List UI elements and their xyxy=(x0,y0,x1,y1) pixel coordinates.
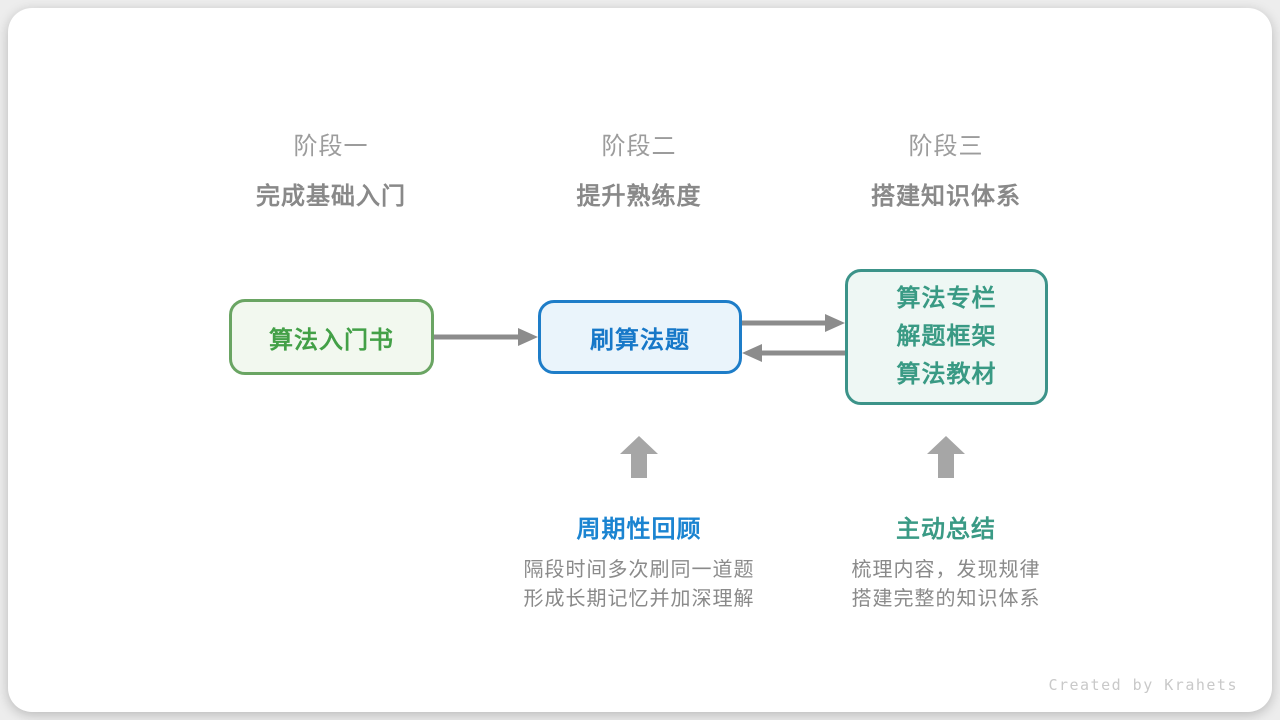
stage1-label: 阶段一 xyxy=(293,133,369,160)
stage3-subtitle: 搭建知识体系 xyxy=(871,183,1021,210)
annotation-summarize-desc-line2: 搭建完整的知识体系 xyxy=(851,588,1041,610)
node-resources-line1: 算法专栏 xyxy=(896,285,997,312)
annotation-review-desc-line2: 形成长期记忆并加深理解 xyxy=(523,588,755,610)
annotation-review-desc-line1: 隔段时间多次刷同一道题 xyxy=(523,559,755,581)
node-resources-line2: 解题框架 xyxy=(896,323,997,350)
annotation-review-desc: 隔段时间多次刷同一道题 形成长期记忆并加深理解 xyxy=(524,556,755,614)
node-practice-label: 刷算法题 xyxy=(590,326,690,354)
node-practice: 刷算法题 xyxy=(538,300,742,374)
annotation-summarize-title: 主动总结 xyxy=(896,516,996,543)
node-intro-book-label: 算法入门书 xyxy=(269,326,394,354)
stage2-label: 阶段二 xyxy=(601,133,677,160)
annotation-review-title: 周期性回顾 xyxy=(576,516,702,543)
arrow-intro-to-practice-icon xyxy=(434,328,538,346)
up-arrow-summarize-icon xyxy=(927,436,965,478)
credit-text: Created by Krahets xyxy=(1048,676,1238,694)
annotation-summarize-desc-line1: 梳理内容，发现规律 xyxy=(851,559,1041,581)
annotation-summarize-desc: 梳理内容，发现规律 搭建完整的知识体系 xyxy=(852,556,1041,614)
arrow-practice-to-resources-icon xyxy=(742,314,845,332)
node-intro-book: 算法入门书 xyxy=(229,299,434,375)
node-resources-line3: 算法教材 xyxy=(896,361,997,388)
stage3-label: 阶段三 xyxy=(908,133,984,160)
up-arrow-review-icon xyxy=(620,436,658,478)
node-resources: 算法专栏 解题框架 算法教材 xyxy=(845,269,1048,405)
stage2-subtitle: 提升熟练度 xyxy=(576,183,702,210)
arrow-resources-to-practice-icon xyxy=(742,344,845,362)
stage1-subtitle: 完成基础入门 xyxy=(256,183,406,210)
